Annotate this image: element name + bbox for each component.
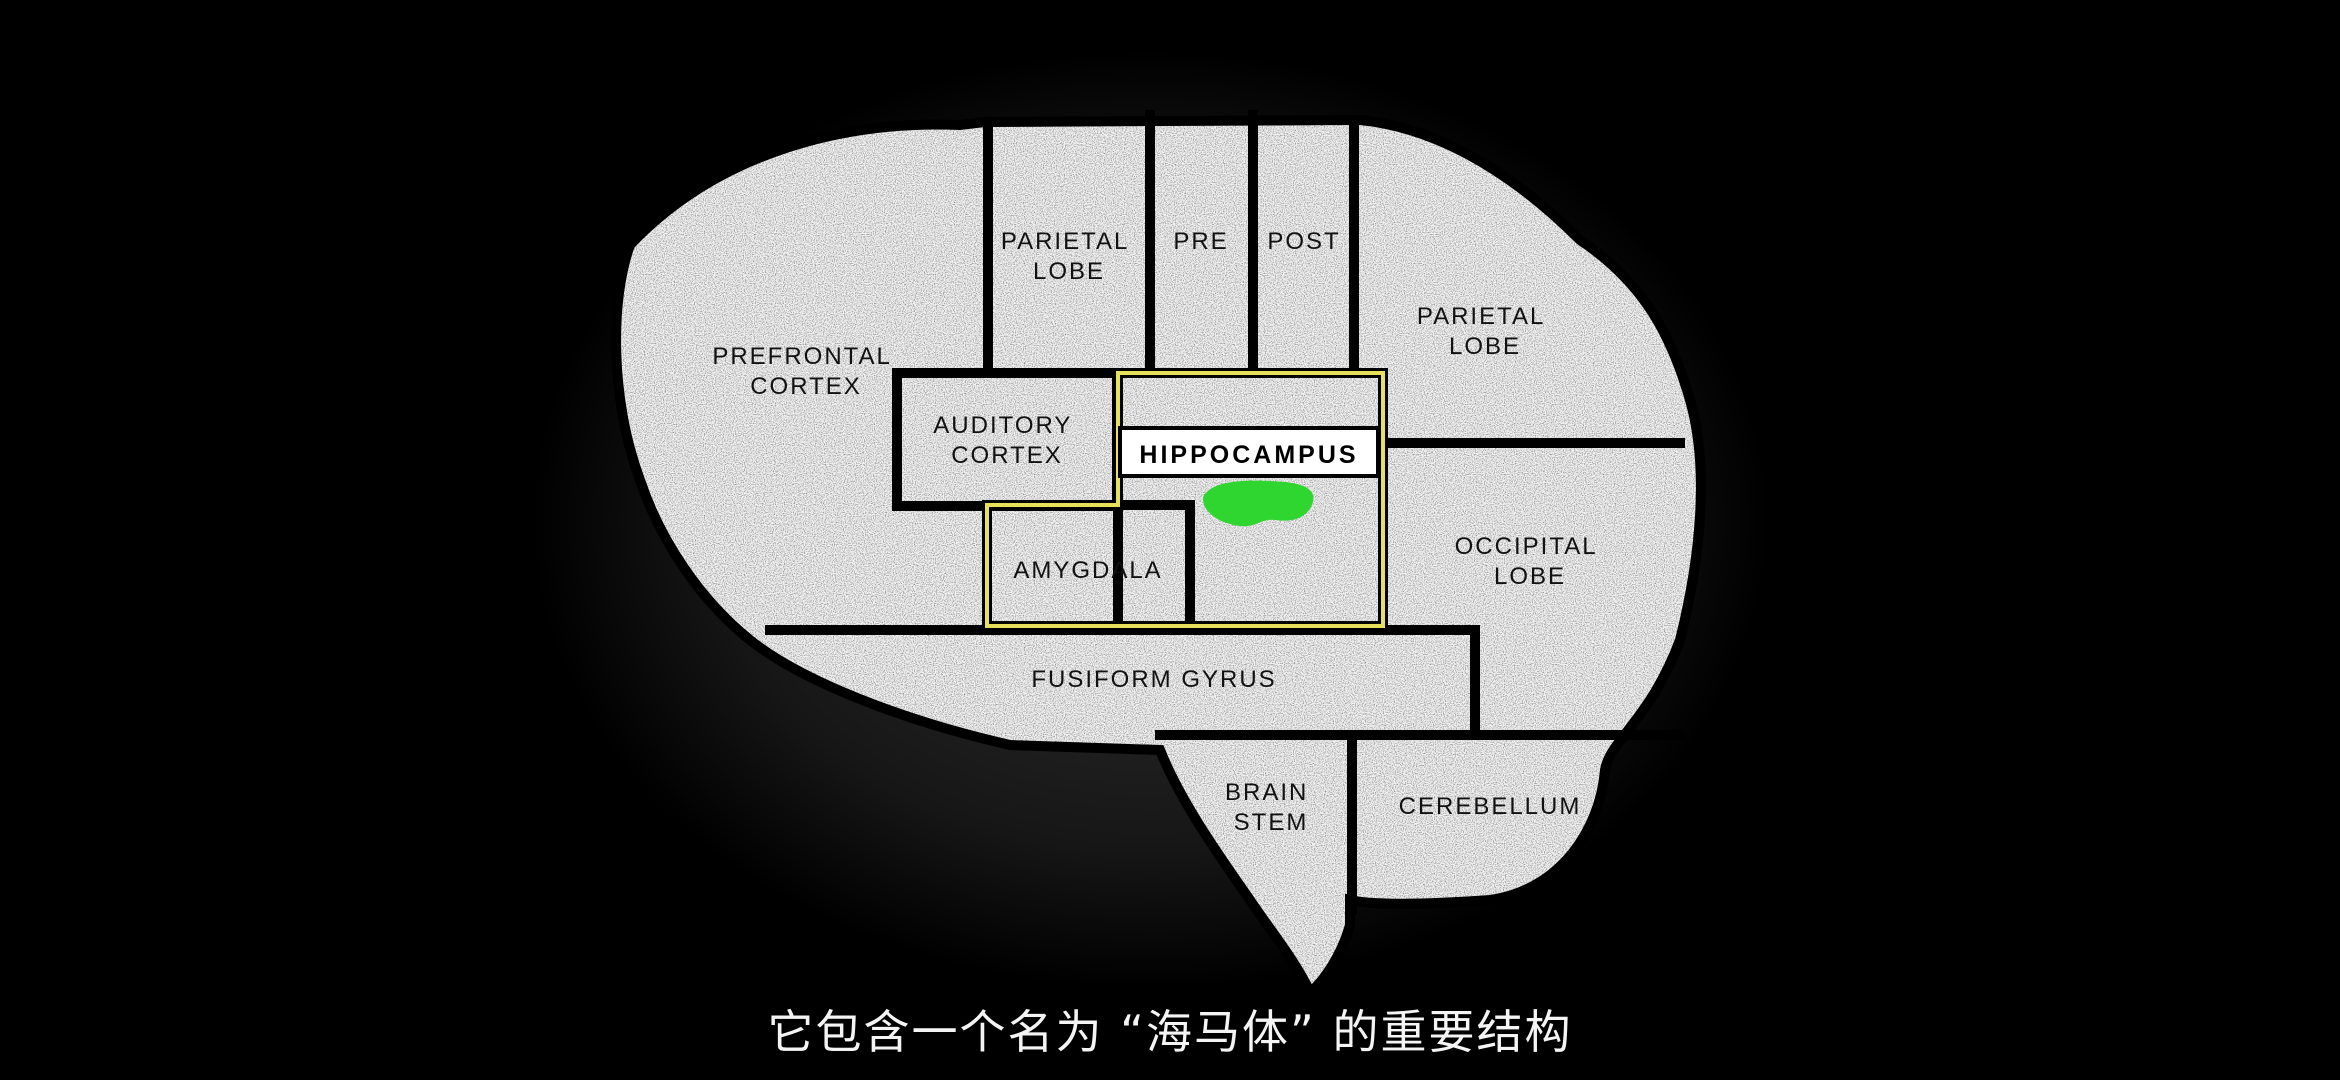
parietal-lobe-left-label: PARIETAL LOBE (1001, 228, 1137, 285)
fusiform-gyrus-label: FUSIFORM GYRUS (1031, 666, 1276, 693)
amygdala-label: AMYGDALA (1013, 557, 1162, 584)
post-label: POST (1267, 228, 1340, 255)
divider-fusiform-top (765, 625, 1480, 735)
hippocampus-label: HIPPOCAMPUS (1139, 441, 1358, 469)
auditory-cortex-label: AUDITORY CORTEX (933, 412, 1080, 469)
brain-stem-label: BRAIN STEM (1225, 779, 1317, 836)
video-subtitle: 它包含一个名为 “海马体” 的重要结构 (767, 1005, 1573, 1059)
hippocampus-banner (1118, 426, 1380, 478)
occipital-lobe-label: OCCIPITAL LOBE (1455, 533, 1606, 590)
parietal-lobe-right-label: PARIETAL LOBE (1417, 303, 1553, 360)
cerebellum-label: CEREBELLUM (1399, 793, 1582, 820)
hippocampus-blob (1203, 480, 1314, 527)
pre-label: PRE (1173, 228, 1228, 255)
prefrontal-cortex-label: PREFRONTAL CORTEX (712, 343, 899, 400)
highlight-outline (985, 371, 1385, 628)
